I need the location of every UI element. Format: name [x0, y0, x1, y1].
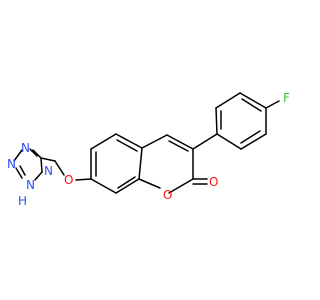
bonds: [13, 92, 280, 194]
bond: [265, 100, 280, 109]
bond: [138, 147, 143, 180]
bond: [138, 178, 161, 189]
bond: [29, 148, 38, 157]
bond: [15, 167, 23, 179]
bond: [141, 134, 168, 149]
tetrazole-hydrogen-atom: H: [18, 194, 27, 208]
bond: [240, 130, 261, 144]
bond: [90, 133, 117, 150]
bond: [116, 139, 138, 152]
bond: [240, 133, 267, 150]
bond: [40, 157, 43, 173]
ether-oxygen-atom: O: [64, 173, 73, 187]
bond: [215, 107, 218, 135]
bond: [54, 160, 65, 176]
bond: [117, 176, 136, 189]
bond: [216, 133, 242, 150]
tetrazole-nitrogen-atom: N: [7, 157, 16, 171]
bond: [115, 133, 143, 149]
bond: [168, 178, 194, 194]
bond: [34, 171, 43, 181]
bond: [166, 134, 194, 150]
tetrazole-nitrogen-atom: N: [21, 141, 30, 155]
ring-oxygen-atom: O: [163, 188, 172, 202]
carbonyl-oxygen-atom: O: [209, 175, 218, 189]
chemical-structure-diagram: F O O O N N N N H: [7, 91, 290, 208]
tetrazole-nitrogen-atom: N: [44, 164, 53, 178]
bond: [239, 92, 267, 109]
bond: [192, 133, 218, 150]
bond: [168, 140, 189, 152]
atom-labels: F O O O N N N N H: [7, 91, 290, 208]
bond: [75, 178, 92, 181]
bond: [215, 92, 241, 109]
tetrazole-nh-nitrogen-atom: N: [26, 178, 35, 192]
bond: [13, 149, 23, 162]
bond: [90, 178, 117, 194]
bond: [40, 157, 56, 162]
bond: [115, 178, 140, 194]
fluorine-atom: F: [283, 91, 290, 105]
bond: [32, 149, 42, 159]
bond: [241, 98, 262, 112]
bond: [19, 165, 26, 176]
